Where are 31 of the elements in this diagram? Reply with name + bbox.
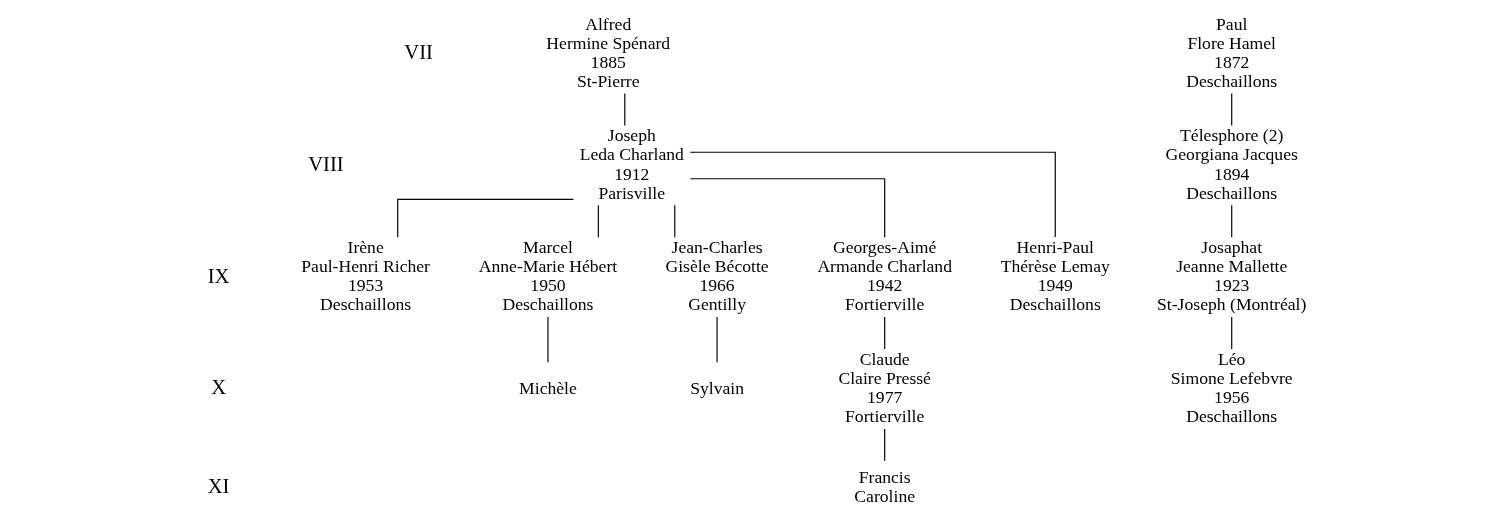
node-text: Sylvain — [689, 377, 744, 398]
node-text: Josaphat Jeanne Mallette 1923 St-Joseph (Montréal) — [1156, 237, 1306, 315]
label: VIII — [307, 152, 344, 175]
node-text: Joseph Leda Charland 1912 Parisville — [579, 125, 684, 203]
node-text: Paul Flore Hamel 1872 Deschaillons — [1185, 13, 1277, 91]
connector — [396, 198, 574, 238]
node-text: Alfred Hermine Spénard 1885 St-Pierre — [545, 13, 670, 91]
connector — [1230, 204, 1232, 238]
connector — [883, 316, 885, 350]
node-text: Claude Claire Pressé 1977 Fortierville — [837, 348, 931, 427]
connector — [689, 178, 885, 238]
node-text: Georges-Aimé Armande Charland 1942 Fortierville — [816, 237, 952, 315]
node-text: Léo Simone Lefebvre 1956 Deschaillons — [1170, 348, 1293, 427]
connector — [597, 204, 599, 238]
label: XI — [207, 474, 229, 497]
node-text: Francis Caroline — [853, 466, 915, 506]
connector — [673, 204, 675, 238]
connector — [1230, 316, 1232, 350]
label: IX — [207, 264, 229, 287]
node-text: Michèle — [518, 377, 577, 398]
connector — [623, 92, 625, 127]
connector — [883, 428, 885, 462]
connector — [1230, 92, 1232, 127]
connector — [689, 151, 1056, 238]
label: VII — [403, 41, 433, 64]
label: X — [210, 376, 226, 399]
node-text: Marcel Anne-Marie Hébert 1950 Deschaillons — [478, 237, 617, 315]
node-text: Henri-Paul Thérèse Lemay 1949 Deschaillons — [1000, 237, 1110, 315]
node-text: Télesphore (2) Georgiana Jacques 1894 Deschaillons — [1165, 125, 1298, 203]
node-text: Irène Paul-Henri Richer 1953 Deschaillons — [300, 237, 430, 315]
node-text: Jean-Charles Gisèle Bécotte 1966 Gentilly — [664, 237, 769, 315]
